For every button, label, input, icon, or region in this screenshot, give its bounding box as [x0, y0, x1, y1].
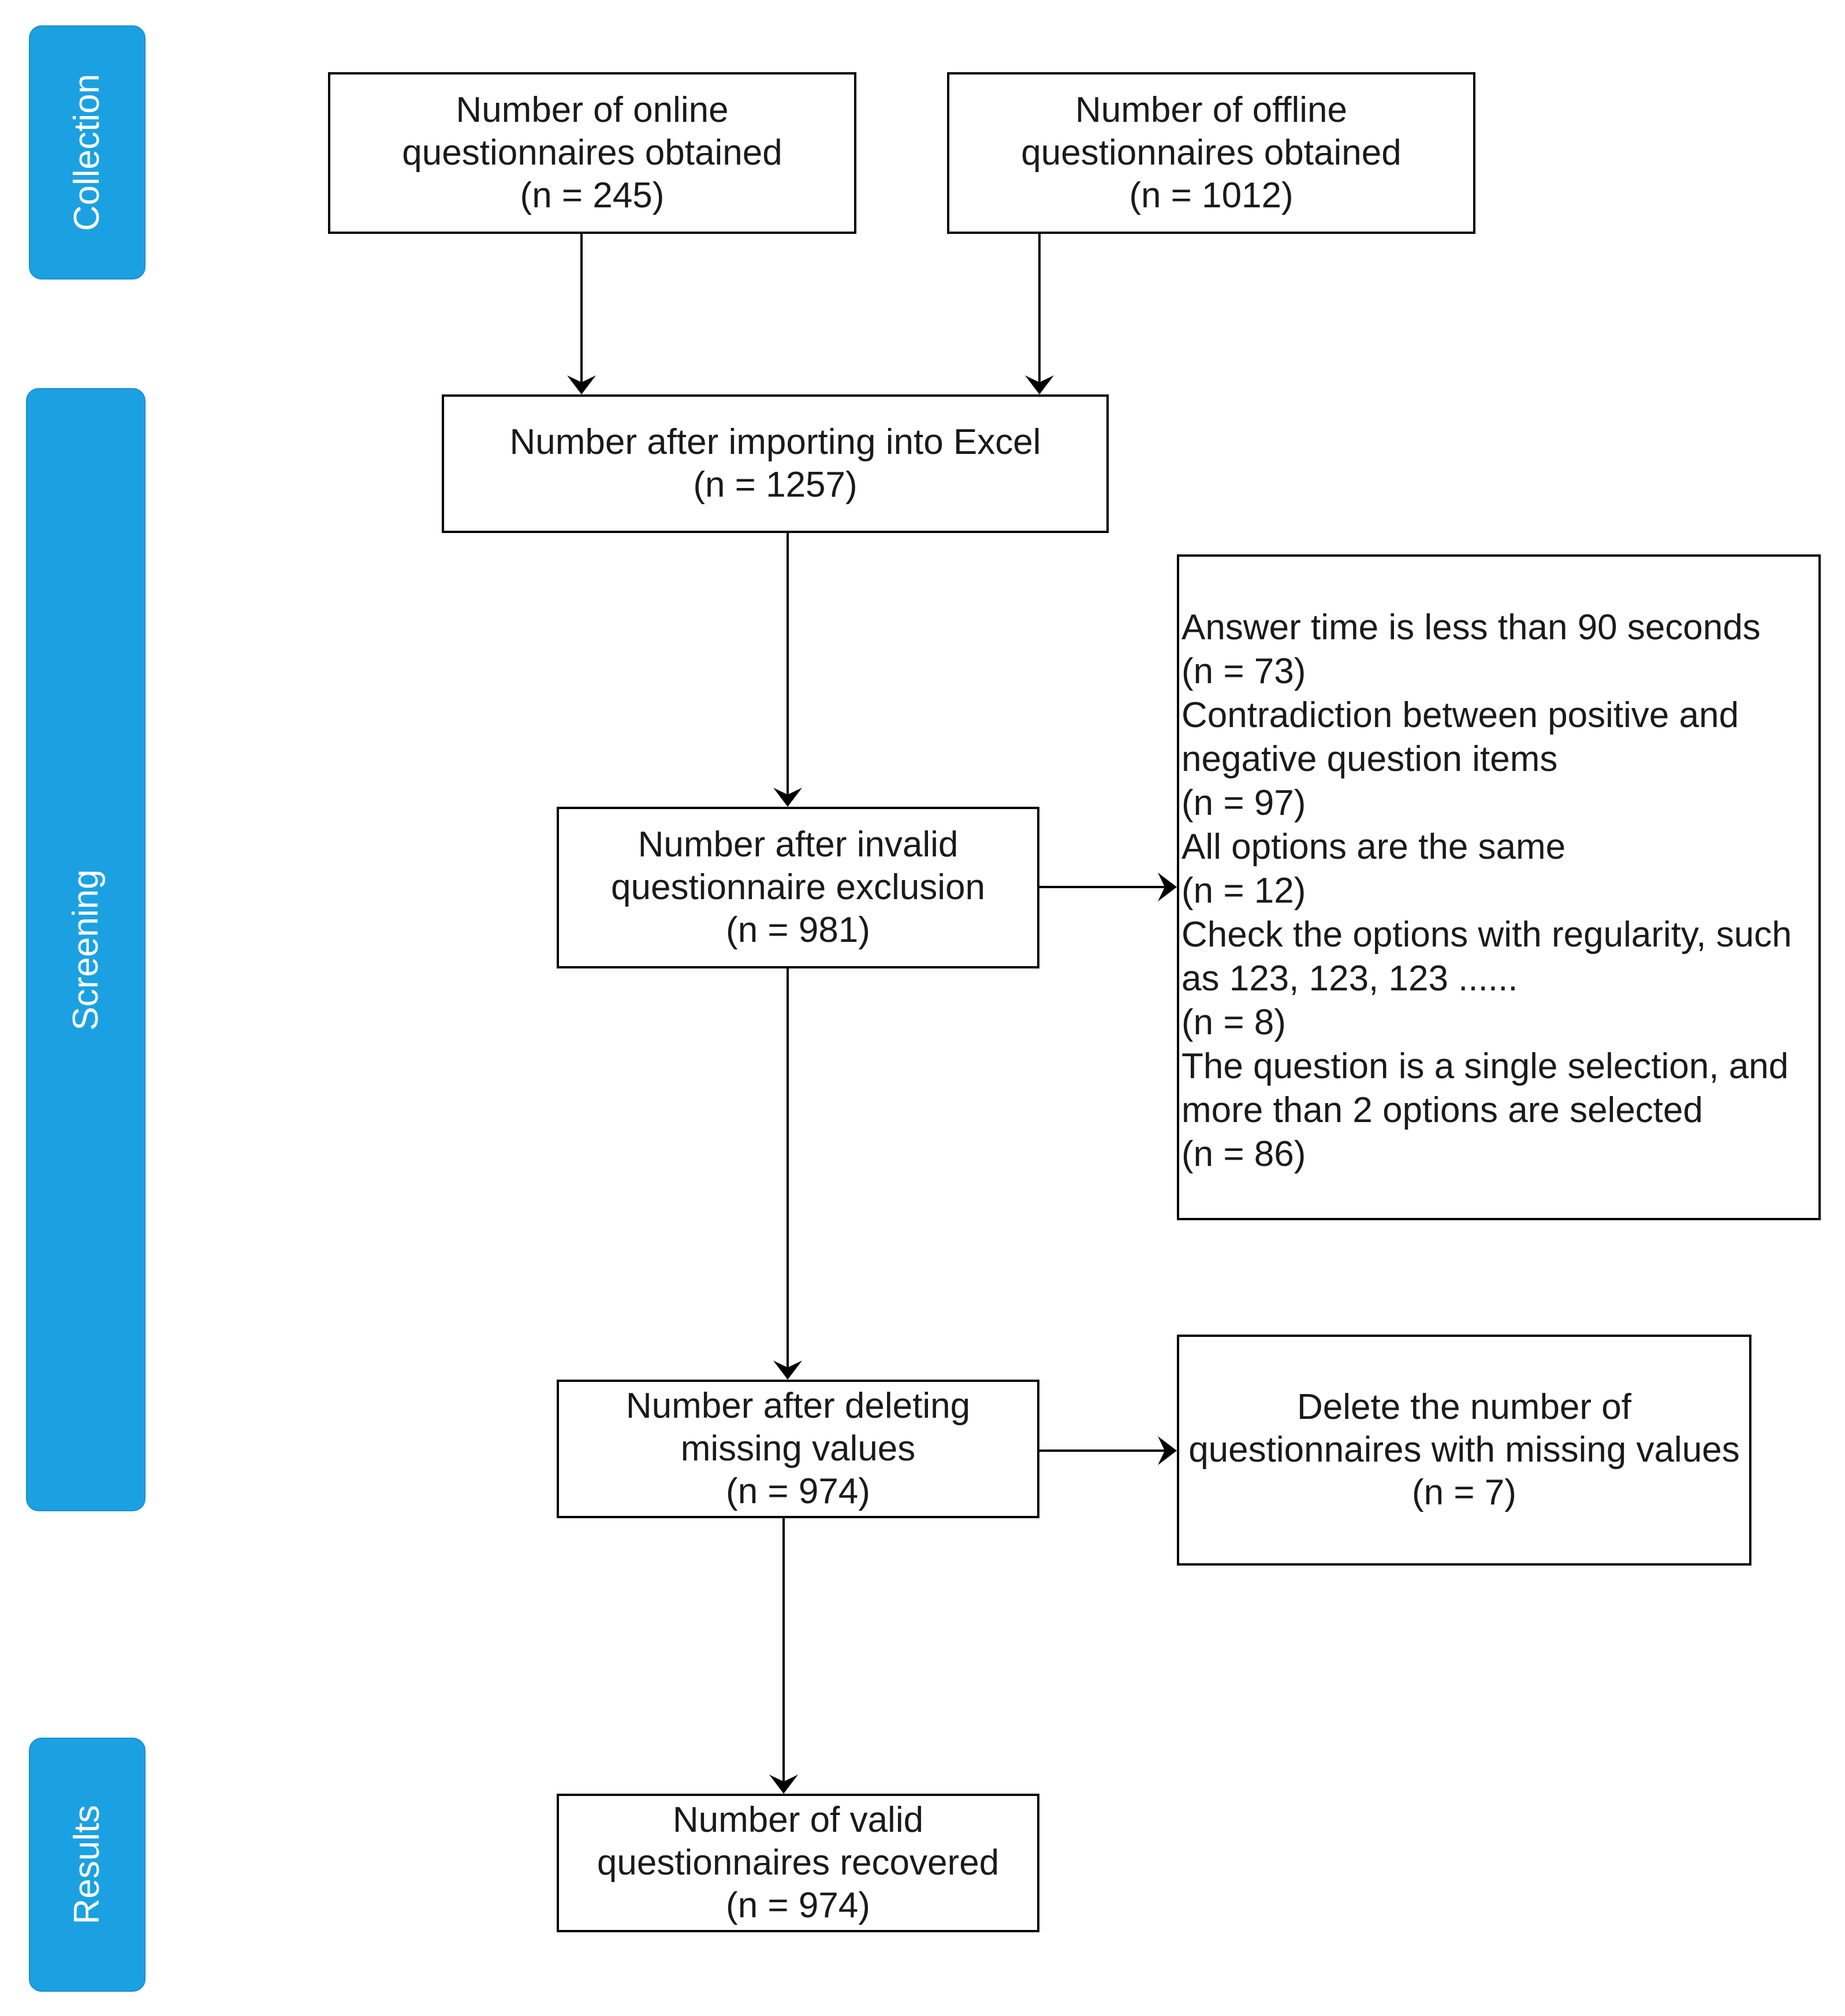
reason-line-11: The question is a single selection, and — [1181, 1046, 1789, 1086]
arrowhead-invalid-to-deleting — [773, 1361, 802, 1380]
arrowhead-invalid-to-reasons — [1158, 873, 1177, 901]
reason-line-7: (n = 12) — [1181, 871, 1306, 911]
box-imported-excel: Number after importing into Excel (n = 1… — [442, 394, 1109, 533]
box-online-line-3: (n = 245) — [520, 176, 665, 215]
box-valid-line-3: (n = 974) — [726, 1885, 870, 1925]
reason-line-10: (n = 8) — [1181, 1003, 1286, 1042]
box-online-questionnaires: Number of online questionnaires obtained… — [328, 72, 856, 234]
reason-line-1: Answer time is less than 90 seconds — [1181, 608, 1761, 647]
box-offline-line-3: (n = 1012) — [1129, 176, 1294, 215]
box-imported-line-2: (n = 1257) — [693, 465, 858, 505]
box-invalid-line-2: questionnaire exclusion — [611, 867, 985, 907]
reason-line-8: Check the options with regularity, such — [1181, 915, 1792, 955]
reason-line-5: (n = 97) — [1181, 783, 1306, 823]
box-deleting-line-1: Number after deleting — [625, 1386, 971, 1426]
box-missing-line-3: (n = 7) — [1412, 1473, 1516, 1512]
box-deleting-missing: Number after deleting missing values (n … — [557, 1380, 1039, 1518]
box-valid-line-1: Number of valid — [672, 1800, 924, 1840]
box-offline-line-2: questionnaires obtained — [1021, 133, 1402, 173]
box-valid-recovered: Number of valid questionnaires recovered… — [557, 1794, 1039, 1932]
box-invalid-line-3: (n = 981) — [726, 910, 870, 950]
box-missing-line-2: questionnaires with missing values — [1188, 1430, 1740, 1470]
box-exclusion-reasons: Answer time is less than 90 seconds (n =… — [1177, 554, 1821, 1220]
arrowhead-deleting-to-valid — [769, 1775, 798, 1794]
arrowhead-imported-to-invalid — [773, 788, 802, 807]
reason-line-13: (n = 86) — [1181, 1134, 1306, 1174]
box-invalid-exclusion: Number after invalid questionnaire exclu… — [557, 807, 1039, 968]
box-online-line-1: Number of online — [456, 90, 729, 130]
phase-collection: Collection — [29, 25, 146, 280]
reason-line-9: as 123, 123, 123 ...... — [1181, 959, 1518, 998]
phase-screening: Screening — [26, 388, 146, 1511]
box-invalid-line-1: Number after invalid — [638, 825, 959, 864]
box-missing-deleted: Delete the number of questionnaires with… — [1177, 1335, 1751, 1566]
phase-results: Results — [29, 1738, 146, 1992]
arrowhead-deleting-to-missing — [1158, 1436, 1177, 1465]
reason-line-4: negative question items — [1181, 739, 1558, 779]
box-online-line-2: questionnaires obtained — [402, 133, 782, 173]
box-deleting-line-3: (n = 974) — [726, 1471, 870, 1511]
box-offline-questionnaires: Number of offline questionnaires obtaine… — [947, 72, 1475, 234]
arrowhead-offline-to-imported — [1025, 375, 1054, 394]
reason-line-12: more than 2 options are selected — [1181, 1090, 1703, 1130]
reason-line-6: All options are the same — [1181, 827, 1566, 867]
box-offline-line-1: Number of offline — [1075, 90, 1347, 130]
box-deleting-line-2: missing values — [680, 1429, 916, 1469]
arrowhead-online-to-imported — [567, 375, 596, 394]
reason-line-3: Contradiction between positive and — [1181, 695, 1739, 735]
box-imported-line-1: Number after importing into Excel — [509, 422, 1041, 462]
box-missing-line-1: Delete the number of — [1296, 1387, 1631, 1427]
reason-line-2: (n = 73) — [1181, 651, 1306, 691]
box-valid-line-2: questionnaires recovered — [597, 1843, 1000, 1883]
